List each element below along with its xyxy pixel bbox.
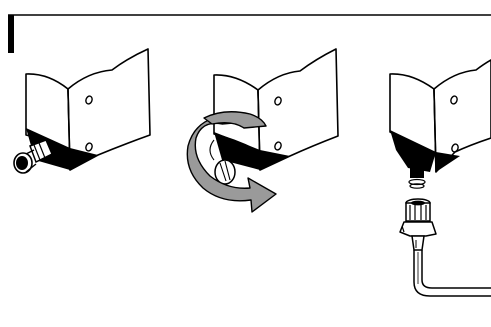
hose-line (413, 250, 491, 297)
mounting-hole-icon (450, 95, 458, 105)
step-3-panel (389, 59, 491, 297)
appliance-front-face (67, 48, 151, 171)
mounting-hole-icon (85, 95, 93, 105)
appliance-base-plate (390, 130, 436, 172)
header-marker (8, 14, 491, 53)
mounting-hole-icon (274, 96, 282, 106)
mounting-hole-icon (451, 143, 459, 153)
step-1-panel (13, 48, 151, 174)
appliance-outlet-icon (408, 168, 426, 189)
hose-connector-attached-icon (13, 139, 53, 174)
hose-connector-detached-icon (399, 198, 437, 251)
header-tab (8, 15, 14, 53)
appliance-front-face (257, 48, 339, 171)
hose-connector-stub-icon (214, 159, 236, 185)
appliance-front-face (433, 59, 491, 173)
step-2-panel (186, 48, 339, 213)
twist-rotate-arrow-icon (186, 111, 277, 213)
mounting-hole-icon (274, 141, 282, 151)
hose-line (421, 250, 491, 289)
mounting-hole-icon (85, 142, 93, 152)
